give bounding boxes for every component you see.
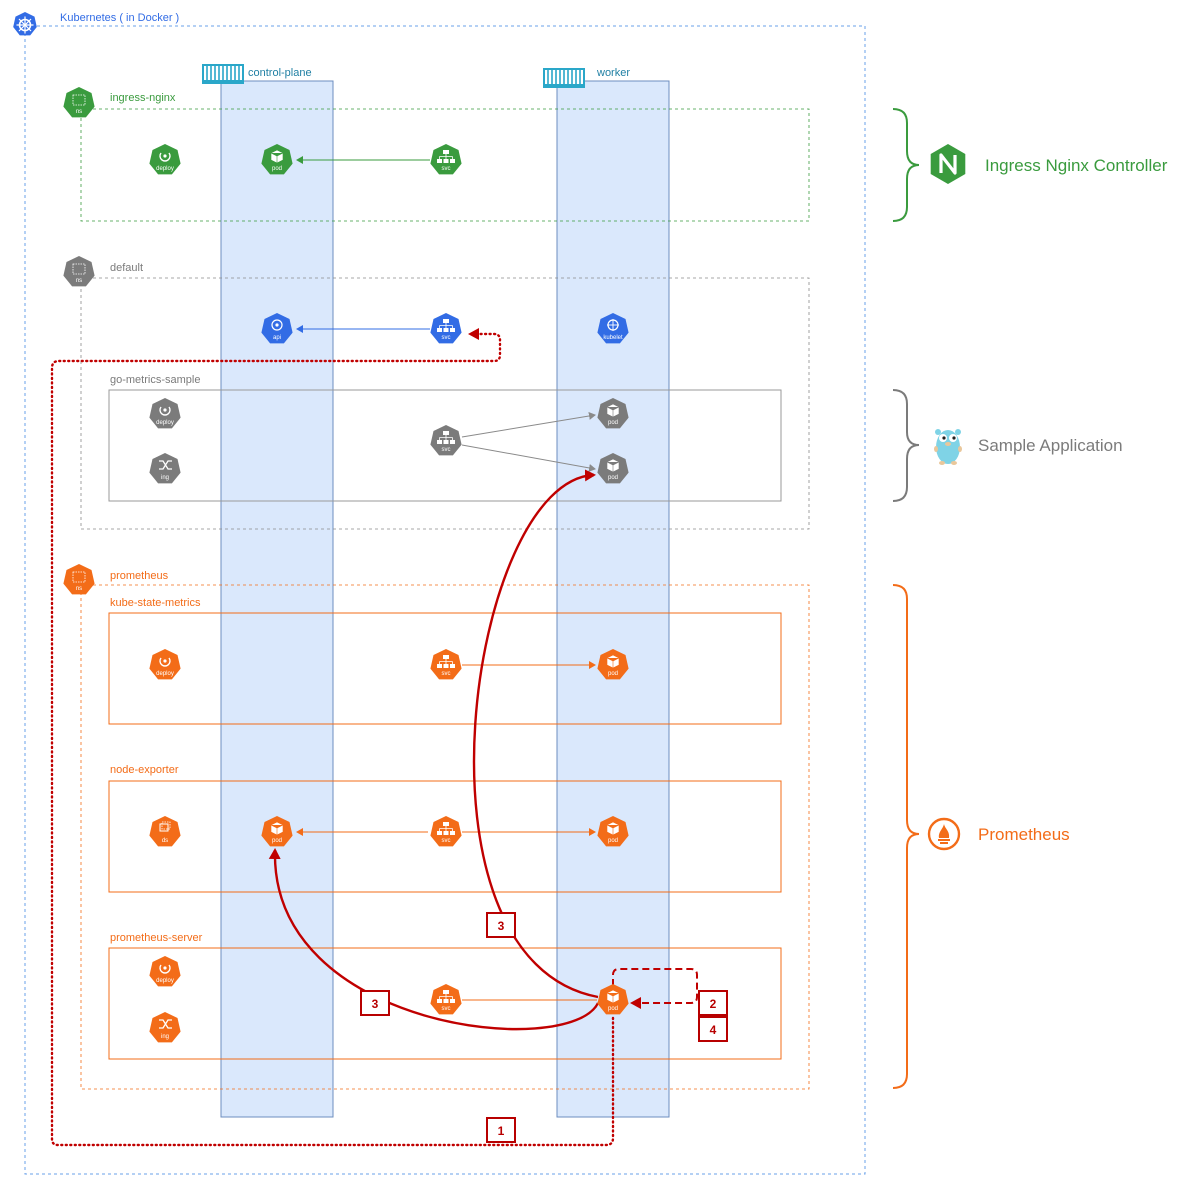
svg-text:pod: pod — [608, 671, 618, 677]
svg-text:svc: svc — [442, 1006, 451, 1012]
ingress-icon: ing — [149, 453, 181, 484]
node-column-control-plane — [220, 80, 334, 1118]
svc-icon: svc — [430, 984, 462, 1015]
node-column-worker — [556, 80, 670, 1118]
group-kube-state-metrics — [108, 612, 782, 725]
daemonset-icon: ds — [149, 816, 181, 847]
namespace-ingress-nginx-label: ingress-nginx — [110, 92, 176, 104]
side-label-sample: Sample Application — [978, 436, 1123, 455]
cluster-title: Kubernetes ( in Docker ) — [60, 12, 179, 24]
namespace-prometheus — [80, 584, 810, 1090]
go-gopher-icon — [934, 429, 962, 465]
svg-text:ing: ing — [161, 475, 169, 481]
deploy-icon: deploy — [149, 956, 181, 987]
svc-icon: svc — [430, 816, 462, 847]
svg-text:svc: svc — [442, 447, 451, 453]
step-badge-3-node-label: 3 — [372, 997, 379, 1011]
pod-icon: pod — [597, 816, 629, 847]
namespace-icon: ns — [63, 256, 95, 287]
nginx-logo-icon — [930, 144, 966, 184]
step-badge-2-label: 2 — [710, 997, 717, 1011]
flow-2-4-self-loop — [612, 968, 698, 1009]
svg-text:pod: pod — [272, 166, 282, 172]
control-plane-label: control-plane — [248, 67, 312, 79]
svg-text:svc: svc — [442, 838, 451, 844]
ingress-icon: ing — [149, 1012, 181, 1043]
pod-icon: pod — [597, 398, 629, 429]
brace-ingress — [892, 108, 920, 222]
pod-icon: pod — [597, 453, 629, 484]
flow-3-scrape-node-exporter — [268, 848, 600, 1031]
container-icon — [543, 68, 585, 88]
step-badge-1-label: 1 — [498, 1124, 505, 1138]
step-badge-4 — [698, 1016, 728, 1042]
node-exporter-label: node-exporter — [110, 764, 179, 776]
svg-text:svc: svc — [442, 335, 451, 341]
svg-text:deploy: deploy — [156, 166, 174, 172]
svg-text:ns: ns — [76, 278, 82, 284]
step-badge-3-app-label: 3 — [498, 919, 505, 933]
namespace-icon: ns — [63, 564, 95, 595]
flow-1-service-discovery — [50, 328, 615, 1147]
svc-icon: svc — [430, 425, 462, 456]
svg-text:ns: ns — [76, 109, 82, 115]
side-label-ingress: Ingress Nginx Controller — [985, 156, 1168, 175]
worker-label: worker — [596, 67, 630, 79]
group-node-exporter — [108, 780, 782, 893]
pod-icon: pod — [597, 984, 629, 1015]
side-label-prometheus: Prometheus — [978, 825, 1070, 844]
namespace-prometheus-label: prometheus — [110, 570, 169, 582]
svg-text:pod: pod — [608, 475, 618, 481]
brace-prometheus — [892, 584, 920, 1089]
step-badge-4-label: 4 — [710, 1023, 717, 1037]
svg-text:ds: ds — [162, 838, 168, 844]
svc-icon: svc — [430, 649, 462, 680]
svg-text:deploy: deploy — [156, 978, 174, 984]
svg-text:pod: pod — [608, 1006, 618, 1012]
container-icon — [202, 64, 244, 84]
step-badge-1 — [486, 1117, 516, 1143]
api-server-icon: api — [261, 313, 293, 344]
step-badge-3-node — [360, 990, 390, 1016]
cluster-boundary — [24, 25, 866, 1175]
svg-text:svc: svc — [442, 671, 451, 677]
deploy-icon: deploy — [149, 649, 181, 680]
svg-text:pod: pod — [608, 420, 618, 426]
arrow-sample-svc-to-pod-2 — [461, 444, 596, 472]
svg-text:kubelet: kubelet — [603, 335, 623, 341]
go-metrics-sample-label: go-metrics-sample — [110, 374, 200, 386]
group-go-metrics-sample — [108, 389, 782, 502]
namespace-default — [80, 277, 810, 530]
step-badge-2 — [698, 990, 728, 1016]
prometheus-logo-icon — [927, 817, 961, 851]
deploy-icon: deploy — [149, 144, 181, 175]
flow-3-scrape-app-pod — [472, 469, 599, 999]
svc-icon: svc — [430, 313, 462, 344]
svg-text:api: api — [273, 335, 281, 341]
kubelet-icon: kubelet — [597, 313, 629, 344]
svg-text:svc: svc — [442, 166, 451, 172]
step-badge-3-app — [486, 912, 516, 938]
svg-text:deploy: deploy — [156, 420, 174, 426]
prometheus-server-label: prometheus-server — [110, 932, 203, 944]
namespace-default-label: default — [110, 262, 143, 274]
svg-text:ns: ns — [76, 586, 82, 592]
svg-text:deploy: deploy — [156, 671, 174, 677]
namespace-icon: ns — [63, 87, 95, 118]
pod-icon: pod — [261, 144, 293, 175]
pod-icon: pod — [261, 816, 293, 847]
svg-text:ing: ing — [161, 1034, 169, 1040]
svg-text:pod: pod — [608, 838, 618, 844]
group-prometheus-server — [108, 947, 782, 1060]
brace-sample — [892, 389, 920, 502]
kubernetes-logo-icon — [13, 12, 37, 36]
svc-icon: svc — [430, 144, 462, 175]
kube-state-metrics-label: kube-state-metrics — [110, 597, 201, 609]
svg-text:pod: pod — [272, 838, 282, 844]
arrow-sample-svc-to-pod-1 — [461, 412, 596, 438]
pod-icon: pod — [597, 649, 629, 680]
deploy-icon: deploy — [149, 398, 181, 429]
